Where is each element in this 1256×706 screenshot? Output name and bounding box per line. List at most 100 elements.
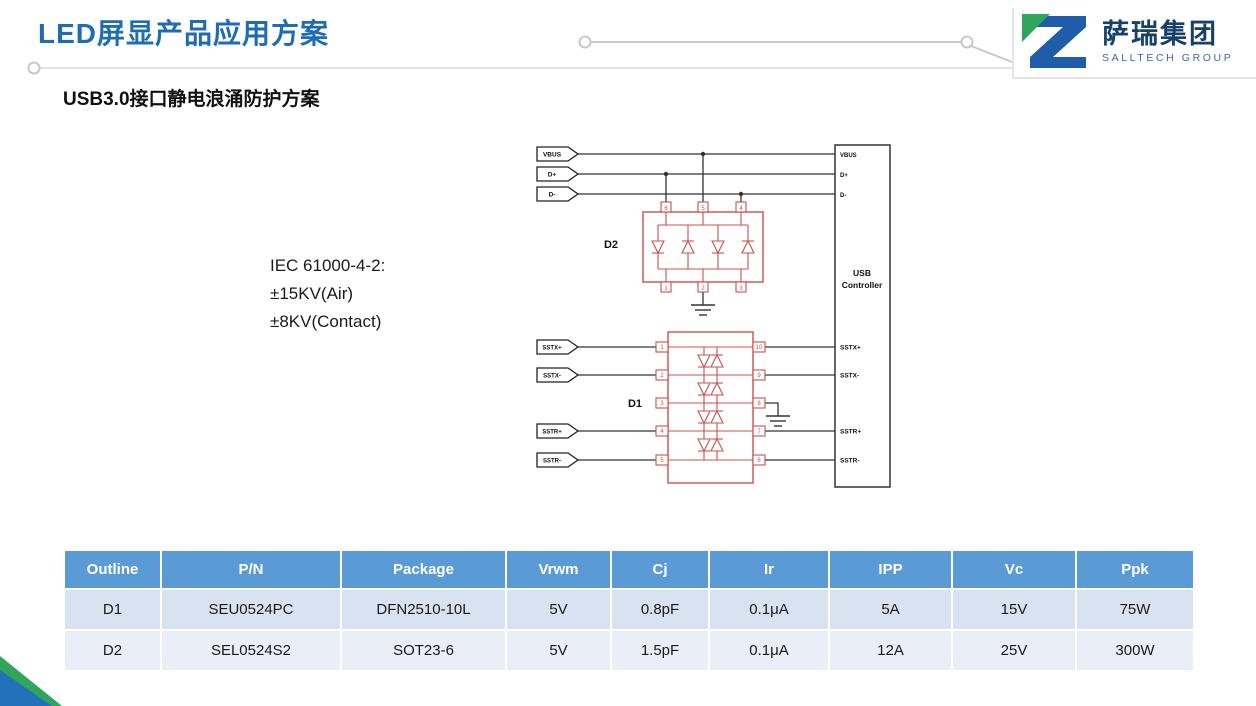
col-header-ir: Ir xyxy=(708,549,830,590)
d2-pin-numbers: 6 5 4 1 2 3 xyxy=(664,206,743,292)
d2-pin-4: 4 xyxy=(739,206,743,212)
dminus-flag-label: D- xyxy=(549,192,556,199)
cell-ipp: 12A xyxy=(828,629,953,672)
cell-ppk: 300W xyxy=(1075,629,1195,672)
cell-cj: 1.5pF xyxy=(610,629,710,672)
sstx-minus-flag-label: SSTX- xyxy=(543,373,561,379)
sstx-minus-flag xyxy=(536,367,580,383)
input-flags-bottom: SSTX+ SSTX- SSTR+ SSTR- xyxy=(536,339,580,468)
controller-title-line1: USB xyxy=(853,268,871,278)
d1-pin-4: 4 xyxy=(660,429,664,435)
d1-pin-7: 7 xyxy=(757,429,761,435)
d1-pin-2: 2 xyxy=(660,373,664,379)
table-header-row: Outline P/N Package Vrwm Cj Ir IPP Vc Pp… xyxy=(63,549,1195,590)
rule-circle-right xyxy=(960,35,974,49)
cell-vrwm: 5V xyxy=(505,629,612,672)
iec-standard-note: IEC 61000-4-2: ±15KV(Air) ±8KV(Contact) xyxy=(270,252,385,336)
dplus-flag xyxy=(536,166,580,182)
cell-vc: 15V xyxy=(951,588,1077,631)
usb-controller: VBUS D+ D- USB Controller SSTX+ SSTX- SS… xyxy=(834,144,891,488)
controller-pin-sstr-plus: SSTR+ xyxy=(840,429,861,436)
d2-internal-diodes xyxy=(651,212,755,282)
rule-circle-left xyxy=(578,35,592,49)
col-header-ppk: Ppk xyxy=(1075,549,1195,590)
ground-symbol-d2 xyxy=(691,304,715,316)
underline-circle xyxy=(27,61,41,75)
col-header-package: Package xyxy=(340,549,507,590)
cell-vrwm: 5V xyxy=(505,588,612,631)
iec-note-line1: IEC 61000-4-2: xyxy=(270,256,386,275)
dplus-flag-label: D+ xyxy=(548,172,557,179)
controller-pin-vbus: VBUS xyxy=(840,153,857,159)
controller-pin-dplus: D+ xyxy=(840,173,848,179)
d1-pin-numbers: 1 2 3 4 5 10 9 8 7 6 xyxy=(660,345,763,464)
input-flags-top: VBUS D+ D- xyxy=(536,146,580,202)
page-title: LED屏显产品应用方案 xyxy=(38,18,330,49)
d1-pin-10: 10 xyxy=(756,345,763,351)
d2-pin-2: 2 xyxy=(701,286,705,292)
d1-pin-8: 8 xyxy=(757,401,761,407)
cell-cj: 0.8pF xyxy=(610,588,710,631)
table-row-d2: D2 SEL0524S2 SOT23-6 5V 1.5pF 0.1μA 12A … xyxy=(63,629,1195,672)
logo: 萨瑞集团 SALLTECH GROUP xyxy=(1020,12,1233,72)
d2-pin-3: 3 xyxy=(739,286,743,292)
corner-triangle-blue xyxy=(0,670,52,706)
ground-symbol-d1 xyxy=(766,415,790,427)
cell-package: SOT23-6 xyxy=(340,629,507,672)
logo-frame-line xyxy=(1012,8,1256,79)
iec-note-line3: ±8KV(Contact) xyxy=(270,312,382,331)
cell-ir: 0.1μA xyxy=(708,588,830,631)
vbus-flag xyxy=(536,146,580,162)
col-header-ipp: IPP xyxy=(828,549,953,590)
d1-internal-diodes xyxy=(668,346,753,461)
controller-pin-sstr-minus: SSTR- xyxy=(840,458,860,465)
table-row-d1: D1 SEU0524PC DFN2510-10L 5V 0.8pF 0.1μA … xyxy=(63,588,1195,631)
d2-pin-1: 1 xyxy=(664,286,668,292)
cell-package: DFN2510-10L xyxy=(340,588,507,631)
d1-component xyxy=(655,331,766,484)
col-header-vrwm: Vrwm xyxy=(505,549,612,590)
cell-ppk: 75W xyxy=(1075,588,1195,631)
cell-outline: D1 xyxy=(63,588,162,631)
spec-table: Outline P/N Package Vrwm Cj Ir IPP Vc Pp… xyxy=(63,549,1195,672)
d2-pin-5: 5 xyxy=(701,206,705,212)
d2-pin-6: 6 xyxy=(664,206,668,212)
sstr-plus-flag xyxy=(536,423,580,439)
d1-pin-6: 6 xyxy=(757,458,761,464)
vbus-flag-label: VBUS xyxy=(543,152,562,159)
dminus-flag xyxy=(536,186,580,202)
d2-component xyxy=(642,201,764,293)
signal-wires xyxy=(578,153,835,461)
controller-title-line2: Controller xyxy=(842,280,883,290)
cell-pn: SEL0524S2 xyxy=(160,629,342,672)
d1-pin-9: 9 xyxy=(757,373,761,379)
cell-vc: 25V xyxy=(951,629,1077,672)
cell-pn: SEU0524PC xyxy=(160,588,342,631)
logo-text: 萨瑞集团 SALLTECH GROUP xyxy=(1102,18,1234,65)
sstr-minus-flag xyxy=(536,452,580,468)
logo-company-name: 萨瑞集团 xyxy=(1102,18,1218,49)
col-header-cj: Cj xyxy=(610,549,710,590)
d2-label: D2 xyxy=(604,239,618,251)
d1-pin-3: 3 xyxy=(660,401,664,407)
section-title: USB3.0接口静电浪涌防护方案 xyxy=(63,89,320,110)
col-header-pn: P/N xyxy=(160,549,342,590)
cell-ir: 0.1μA xyxy=(708,629,830,672)
circuit-schematic: VBUS D+ D- SSTX+ SSTX- SSTR+ SSTR- xyxy=(536,144,891,488)
cell-outline: D2 xyxy=(63,629,162,672)
sstx-plus-flag xyxy=(536,339,580,355)
col-header-vc: Vc xyxy=(951,549,1077,590)
controller-pin-sstx-plus: SSTX+ xyxy=(840,345,861,352)
salltech-logo-icon xyxy=(1022,14,1086,68)
d1-pin-1: 1 xyxy=(660,345,664,351)
usb-controller-labels: VBUS D+ D- USB Controller SSTX+ SSTX- SS… xyxy=(840,153,883,465)
logo-company-subtitle: SALLTECH GROUP xyxy=(1102,52,1234,65)
corner-decoration xyxy=(0,656,62,706)
junction-dots xyxy=(663,151,744,197)
usb-controller-box xyxy=(834,144,891,488)
controller-pin-sstx-minus: SSTX- xyxy=(840,373,859,380)
header-rule-lines xyxy=(591,41,1013,63)
sstr-plus-flag-label: SSTR+ xyxy=(542,429,562,435)
